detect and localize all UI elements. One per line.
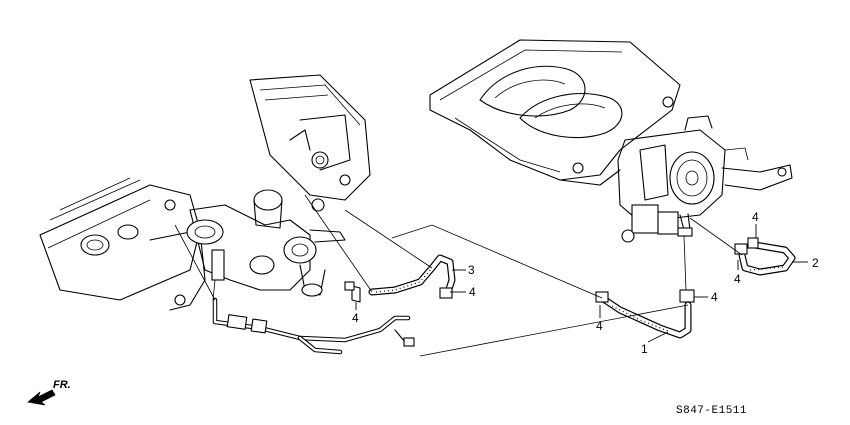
water-hose-1 (595, 289, 695, 339)
intake-manifold (429, 39, 681, 186)
callout-part-1: 1 (641, 342, 648, 356)
water-outlet-assembly (186, 189, 346, 301)
callout-part-4-c: 4 (596, 319, 603, 333)
connection-lines (174, 194, 743, 357)
callout-part-2: 2 (812, 256, 819, 270)
callout-part-3: 3 (468, 263, 475, 277)
callout-labels: 1 2 3 4 4 4 4 4 4 (352, 210, 819, 356)
callout-part-4-a: 4 (469, 285, 476, 299)
water-hose-3 (344, 254, 456, 303)
callout-part-4-e: 4 (752, 210, 759, 224)
callout-part-4-d: 4 (711, 290, 718, 304)
drawing-code: S847-E1511 (676, 405, 747, 417)
engine-rear-bank (249, 74, 371, 201)
callout-part-4-b: 4 (352, 311, 359, 325)
engine-left-bank (39, 177, 206, 311)
callout-leaders (355, 224, 808, 343)
water-hose-2 (734, 237, 796, 276)
water-bypass-pipe (212, 297, 415, 355)
front-label: FR. (53, 379, 71, 391)
callout-part-4-f: 4 (734, 272, 741, 286)
throttle-body (617, 115, 793, 243)
front-direction-indicator: FR. (27, 379, 71, 406)
front-arrow-icon (27, 389, 56, 406)
